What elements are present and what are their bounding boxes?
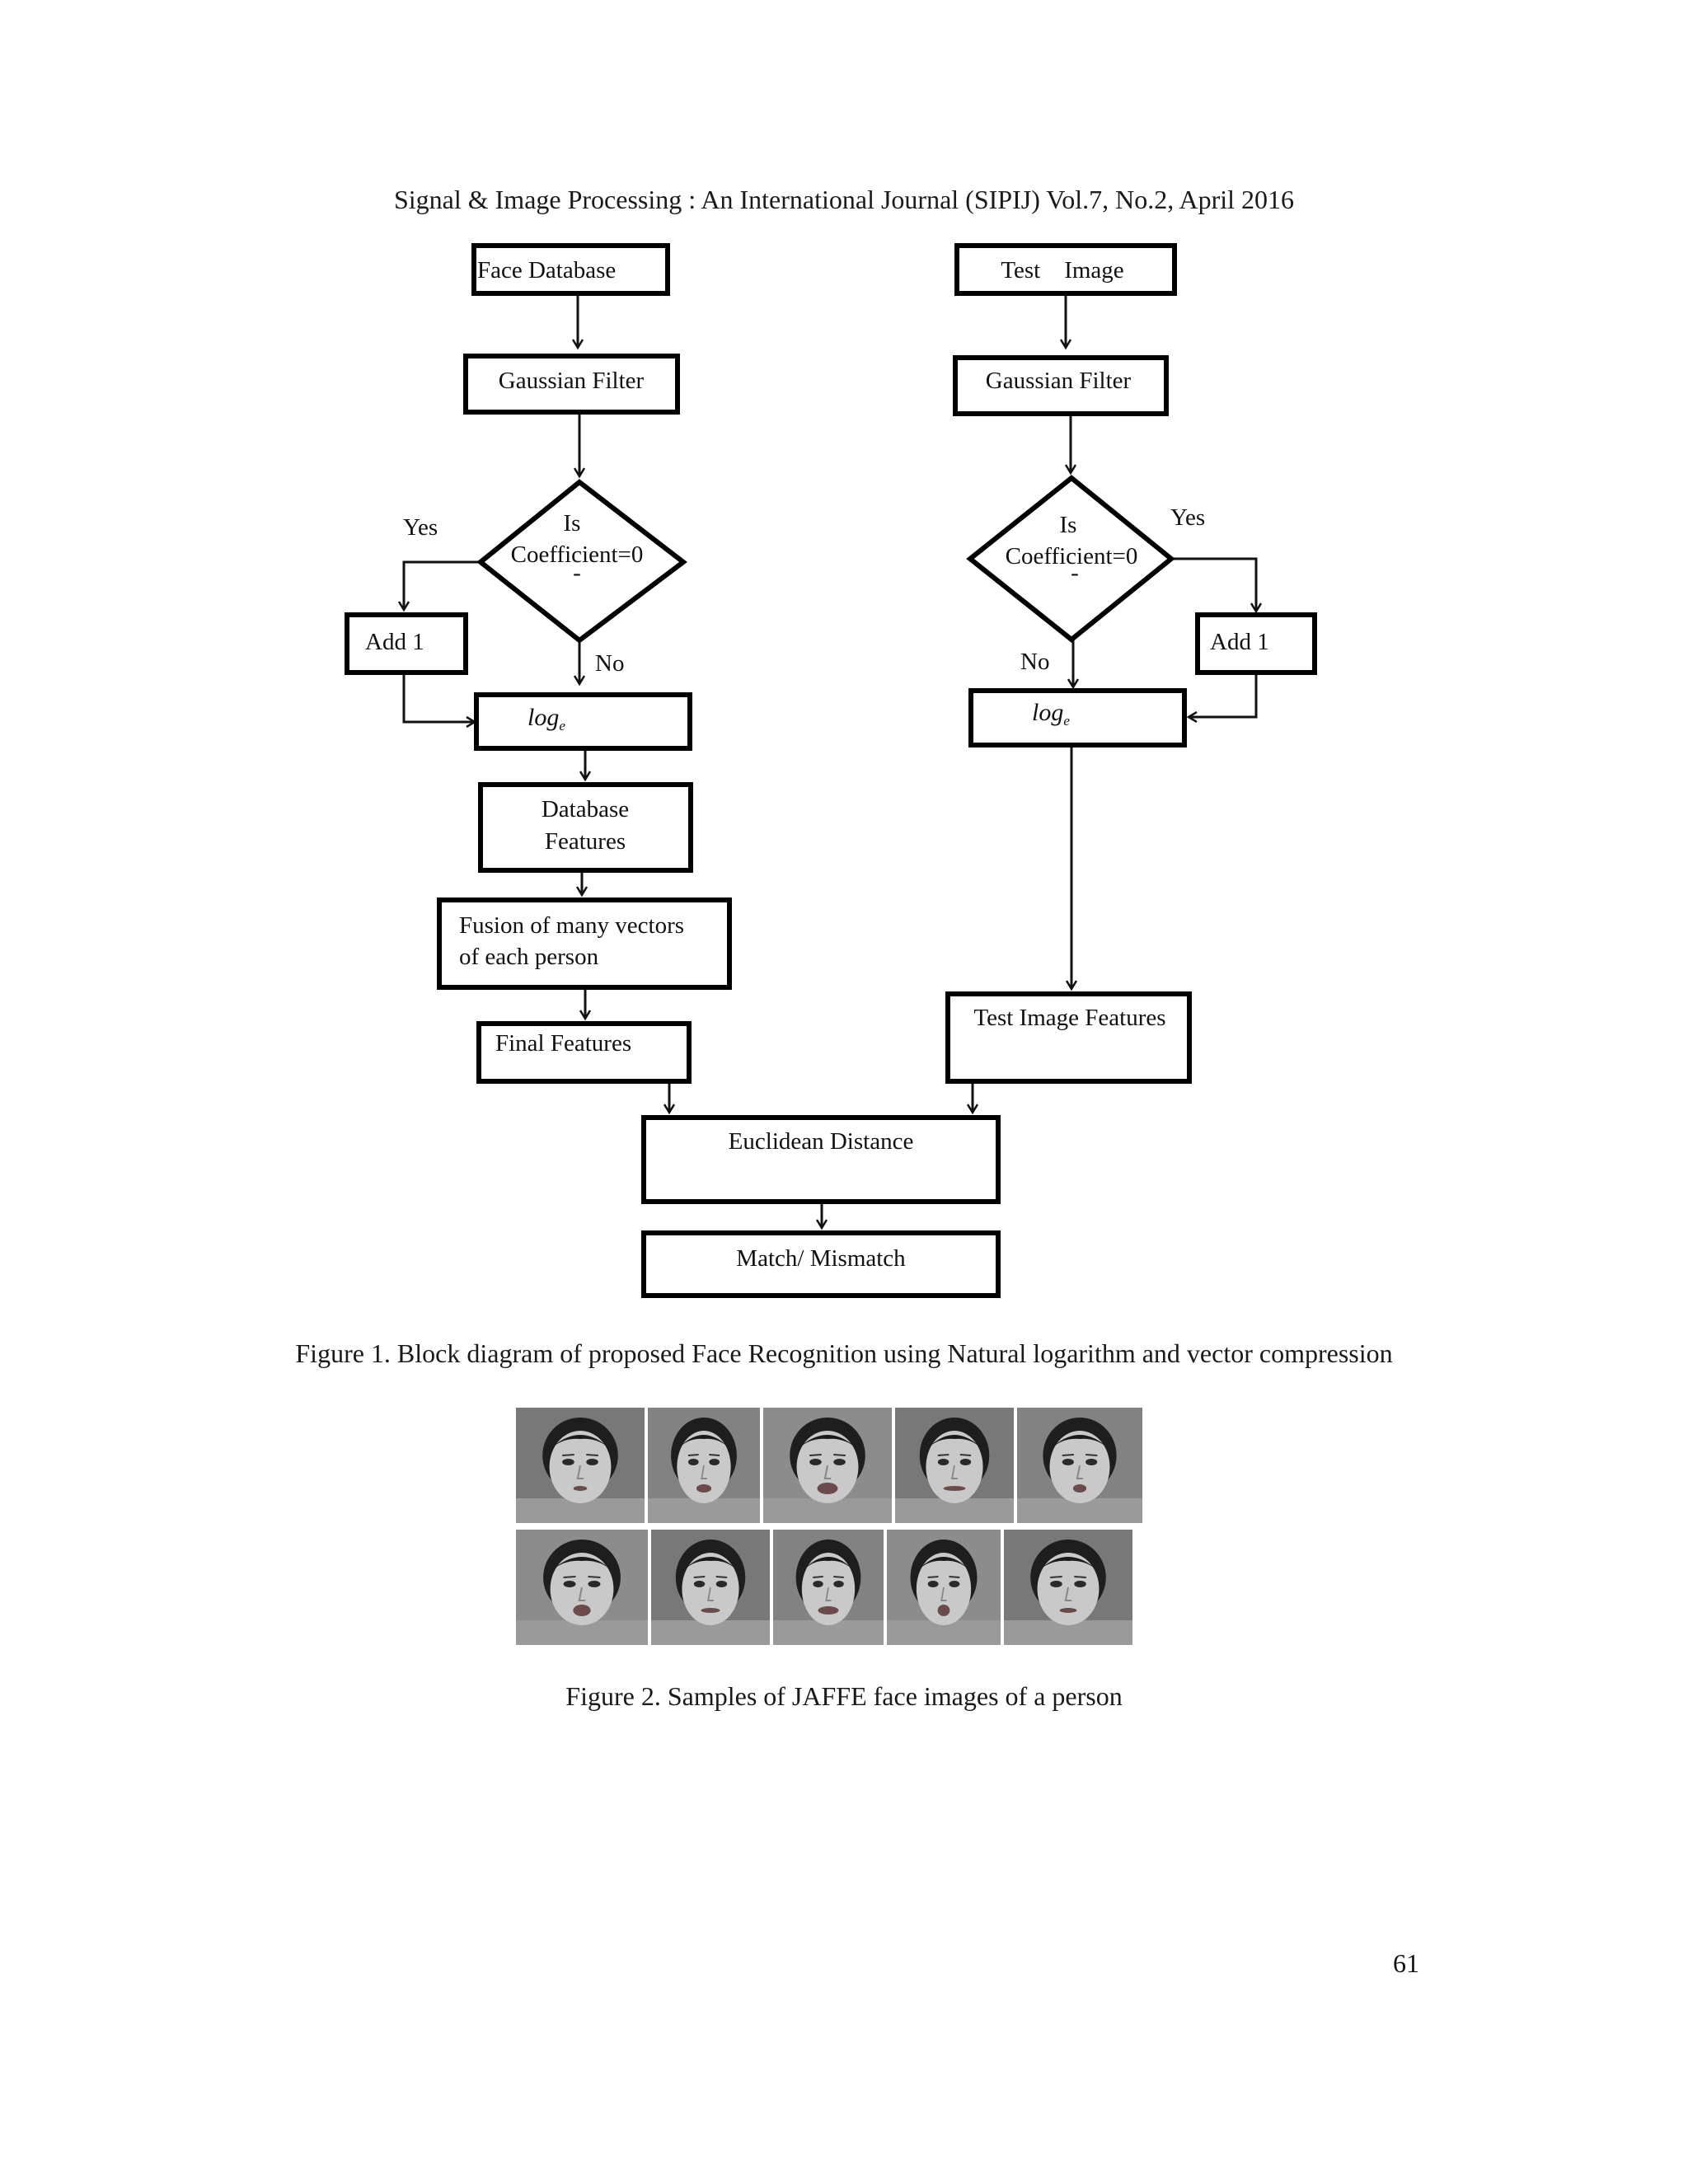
decision-right-line3: - [1071, 560, 1079, 586]
log-right-subscript: e [1063, 713, 1070, 729]
face-sample-photo [1004, 1530, 1132, 1645]
yes-right-label: Yes [1170, 504, 1205, 531]
decision-left-line2: Coefficient=0 [511, 541, 644, 568]
node-decision-right: Is Coefficient=0 - [966, 475, 1175, 643]
face-sample-photo [516, 1408, 645, 1523]
node-add1-left: Add 1 [345, 612, 468, 675]
node-face-database: Face Database [471, 243, 670, 296]
gaussian-filter-right-label: Gaussian Filter [986, 368, 1132, 394]
node-gaussian-filter-right: Gaussian Filter [953, 355, 1169, 416]
face-sample-photo [651, 1530, 770, 1645]
no-right-label: No [1020, 649, 1049, 675]
node-test-image-features: Test Image Features [945, 991, 1192, 1084]
database-features-line1: Database [542, 796, 629, 823]
figure-1-caption: Figure 1. Block diagram of proposed Face… [295, 1338, 1393, 1368]
log-left-label: loge [528, 704, 565, 733]
face-sample-photo [895, 1408, 1014, 1523]
node-fusion: Fusion of many vectors of each person [437, 898, 732, 990]
gaussian-filter-left-label: Gaussian Filter [499, 368, 645, 394]
jaffe-face-samples-image [516, 1408, 1156, 1648]
fusion-line2: of each person [459, 944, 599, 970]
database-features-line2: Features [545, 828, 626, 855]
node-euclidean-distance: Euclidean Distance [641, 1115, 1001, 1204]
node-match-mismatch: Match/ Mismatch [641, 1230, 1001, 1298]
add1-right-label: Add 1 [1210, 629, 1269, 655]
face-recognition-block-diagram: Face Database Gaussian Filter Is Coeffic… [345, 243, 1317, 1298]
page-number: 61 [1393, 1948, 1419, 1978]
node-log-right: loge [968, 688, 1187, 748]
face-sample-photo [516, 1530, 648, 1645]
node-decision-left: Is Coefficient=0 - [476, 479, 687, 644]
decision-right-line2: Coefficient=0 [1006, 543, 1138, 569]
log-right-base: log [1032, 699, 1063, 726]
test-image-label: Test Image [1001, 257, 1123, 284]
face-sample-photo [773, 1530, 884, 1645]
decision-left-line3: - [573, 560, 581, 586]
face-sample-photo [1017, 1408, 1142, 1523]
face-sample-photo [648, 1408, 760, 1523]
edge-yes-right-to-add1 [1171, 557, 1256, 612]
edge-add1-right-to-log [1189, 674, 1258, 717]
edge-add1-left-to-log [402, 674, 475, 722]
decision-left-line1: Is [564, 510, 581, 537]
match-mismatch-label: Match/ Mismatch [736, 1245, 906, 1272]
node-database-features: Database Features [478, 782, 693, 873]
face-sample-photo [763, 1408, 892, 1523]
node-log-left: loge [474, 692, 692, 751]
log-right-label: loge [1032, 699, 1070, 729]
node-test-image: Test Image [954, 243, 1177, 296]
log-left-base: log [528, 704, 559, 731]
node-gaussian-filter-left: Gaussian Filter [463, 354, 680, 415]
face-sample-photo [887, 1530, 1001, 1645]
face-database-label: Face Database [477, 257, 616, 284]
test-image-features-label: Test Image Features [973, 1005, 1165, 1031]
fusion-line1: Fusion of many vectors [459, 912, 684, 939]
node-final-features: Final Features [476, 1021, 692, 1084]
decision-right-line1: Is [1060, 512, 1077, 538]
log-left-subscript: e [559, 718, 565, 733]
figure-2-caption: Figure 2. Samples of JAFFE face images o… [565, 1681, 1123, 1711]
node-add1-right: Add 1 [1195, 612, 1317, 675]
diagram-edges [404, 293, 1256, 1228]
add1-left-label: Add 1 [365, 629, 424, 655]
no-left-label: No [595, 650, 624, 677]
edge-yes-left-to-add1 [404, 560, 481, 610]
final-features-label: Final Features [495, 1030, 631, 1057]
running-header: Signal & Image Processing : An Internati… [393, 185, 1295, 214]
euclidean-distance-label: Euclidean Distance [729, 1128, 914, 1155]
yes-left-label: Yes [403, 514, 438, 541]
